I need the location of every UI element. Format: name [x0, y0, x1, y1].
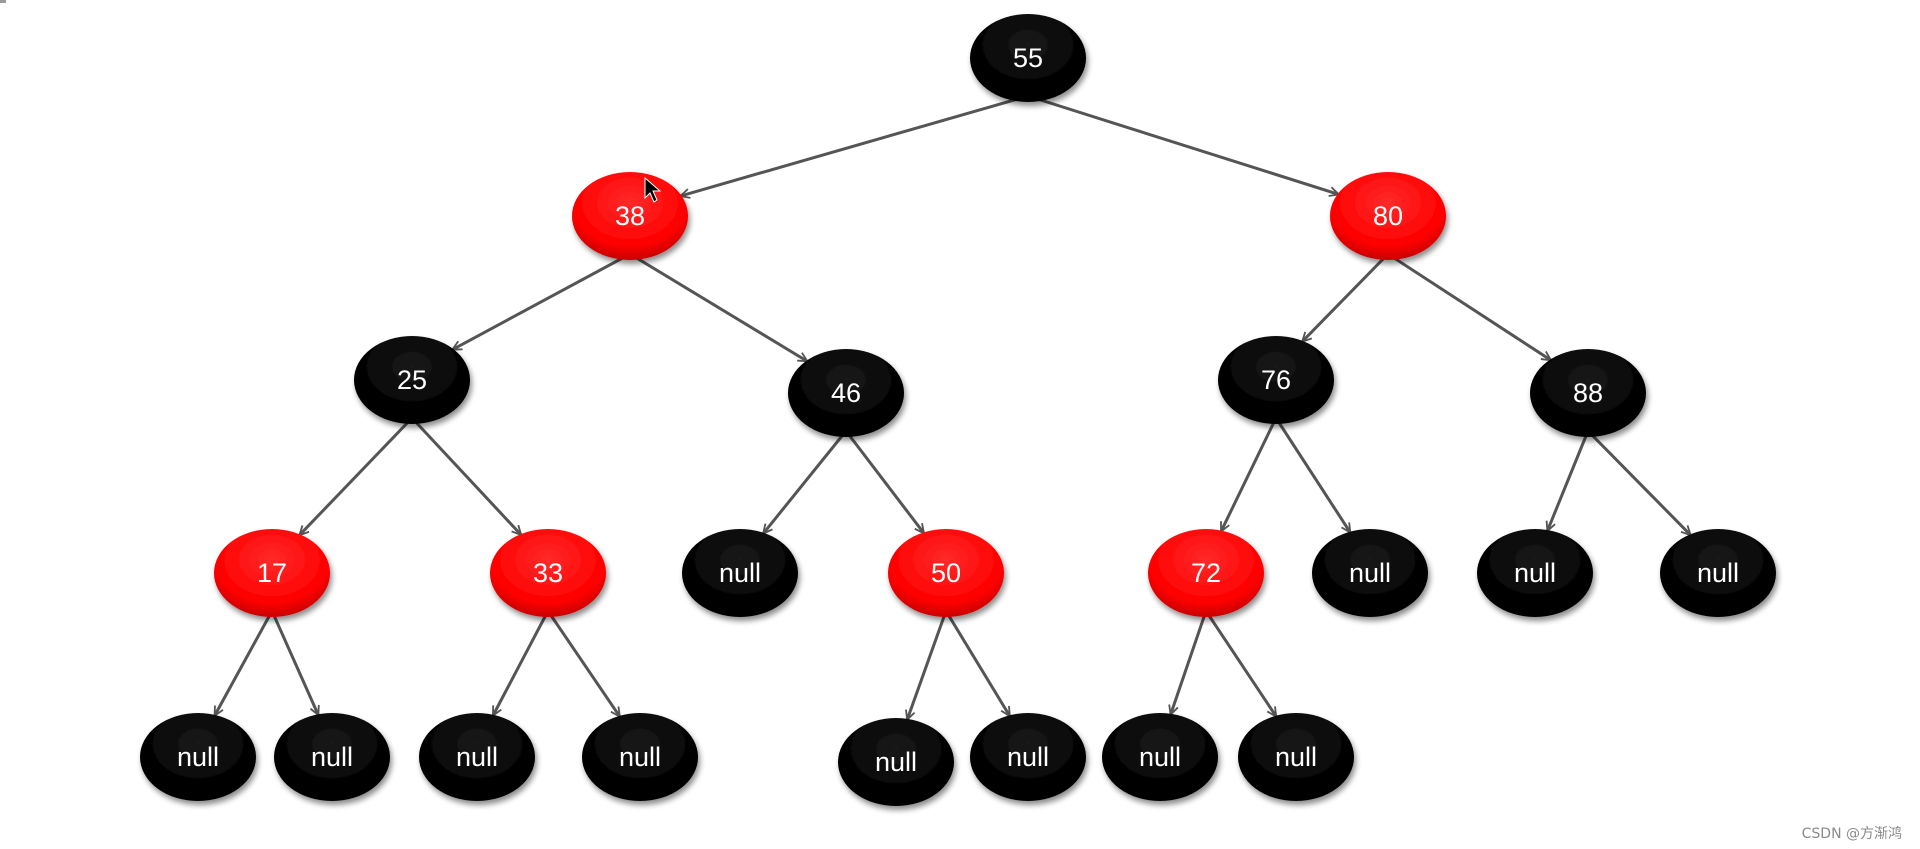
- black-node-null: null: [274, 713, 390, 801]
- black-node-null: null: [1312, 529, 1428, 617]
- edge-72-to-null: [1204, 610, 1278, 717]
- edge-80-to-76: [1302, 252, 1390, 342]
- node-label: 55: [1013, 43, 1043, 73]
- node-label: null: [719, 558, 761, 588]
- edge-76-to-null: [1274, 417, 1352, 533]
- node-ellipse: [214, 529, 330, 617]
- black-node-null: null: [1477, 529, 1593, 617]
- node-label: null: [456, 742, 498, 772]
- mouse-cursor-icon: [644, 176, 662, 203]
- red-node-33: 33: [490, 529, 606, 617]
- black-node-null: null: [1238, 713, 1354, 801]
- edge-38-to-46: [629, 252, 807, 363]
- corner-mark: [0, 0, 6, 3]
- node-ellipse: [1330, 172, 1446, 260]
- node-ellipse: [140, 713, 256, 801]
- node-label: 17: [257, 558, 287, 588]
- node-label: 80: [1373, 201, 1403, 231]
- node-label: null: [1514, 558, 1556, 588]
- red-node-72: 72: [1148, 529, 1264, 617]
- edge-88-to-null: [1586, 429, 1691, 535]
- node-label: 33: [533, 558, 563, 588]
- node-ellipse: [572, 172, 688, 260]
- node-label: null: [1349, 558, 1391, 588]
- node-label: 88: [1573, 378, 1603, 408]
- node-label: null: [1697, 558, 1739, 588]
- edge-72-to-null: [1171, 610, 1208, 715]
- edge-33-to-null: [546, 610, 622, 717]
- node-label: null: [1007, 742, 1049, 772]
- edges-layer: [213, 94, 1691, 720]
- node-ellipse: [490, 529, 606, 617]
- node-label: 25: [397, 365, 427, 395]
- edge-17-to-null: [270, 610, 318, 715]
- red-node-17: 17: [214, 529, 330, 617]
- edge-17-to-null: [213, 610, 274, 716]
- node-label: null: [1139, 742, 1181, 772]
- node-label: null: [311, 742, 353, 772]
- node-ellipse: [1312, 529, 1428, 617]
- node-ellipse: [970, 713, 1086, 801]
- black-node-25: 25: [354, 336, 470, 424]
- black-node-76: 76: [1218, 336, 1334, 424]
- node-ellipse: [682, 529, 798, 617]
- edge-55-to-80: [1027, 94, 1339, 194]
- edge-80-to-88: [1387, 252, 1551, 362]
- node-ellipse: [274, 713, 390, 801]
- node-ellipse: [419, 713, 535, 801]
- node-label: null: [875, 747, 917, 777]
- black-node-null: null: [582, 713, 698, 801]
- black-node-null: null: [1660, 529, 1776, 617]
- node-label: null: [1275, 742, 1317, 772]
- red-node-50: 50: [888, 529, 1004, 617]
- edge-38-to-25: [452, 252, 631, 351]
- black-node-null: null: [682, 529, 798, 617]
- node-ellipse: [838, 718, 954, 806]
- node-ellipse: [788, 349, 904, 437]
- red-node-38: 38: [572, 172, 688, 260]
- black-node-88: 88: [1530, 349, 1646, 437]
- node-label: 46: [831, 378, 861, 408]
- edge-88-to-null: [1547, 430, 1590, 531]
- node-ellipse: [1530, 349, 1646, 437]
- edge-50-to-null: [944, 610, 1012, 716]
- black-node-46: 46: [788, 349, 904, 437]
- node-label: 76: [1261, 365, 1291, 395]
- red-node-80: 80: [1330, 172, 1446, 260]
- node-ellipse: [354, 336, 470, 424]
- edge-55-to-38: [680, 94, 1029, 196]
- node-ellipse: [1218, 336, 1334, 424]
- edge-25-to-33: [410, 416, 521, 535]
- edge-46-to-50: [844, 430, 924, 533]
- black-node-null: null: [970, 713, 1086, 801]
- node-label: 72: [1191, 558, 1221, 588]
- node-label: 50: [931, 558, 961, 588]
- node-label: null: [177, 742, 219, 772]
- edge-50-to-null: [907, 610, 948, 720]
- edge-46-to-null: [763, 430, 848, 534]
- node-label: null: [619, 742, 661, 772]
- node-label: 38: [615, 201, 645, 231]
- black-node-null: null: [140, 713, 256, 801]
- black-node-55: 55: [970, 14, 1086, 102]
- node-ellipse: [1477, 529, 1593, 617]
- node-ellipse: [582, 713, 698, 801]
- node-ellipse: [1660, 529, 1776, 617]
- node-ellipse: [1148, 529, 1264, 617]
- node-ellipse: [970, 14, 1086, 102]
- node-ellipse: [1238, 713, 1354, 801]
- edge-25-to-17: [299, 416, 414, 535]
- nodes-layer: 55 38 80 25 46 76 88 17 33 null 50 72 null null null nu…: [140, 14, 1776, 806]
- black-node-null: null: [1102, 713, 1218, 801]
- watermark-text: CSDN @方渐鸿: [1801, 826, 1902, 842]
- node-ellipse: [1102, 713, 1218, 801]
- black-node-null: null: [419, 713, 535, 801]
- black-node-null: null: [838, 718, 954, 806]
- node-ellipse: [888, 529, 1004, 617]
- edge-76-to-72: [1219, 417, 1278, 531]
- edge-33-to-null: [491, 610, 550, 716]
